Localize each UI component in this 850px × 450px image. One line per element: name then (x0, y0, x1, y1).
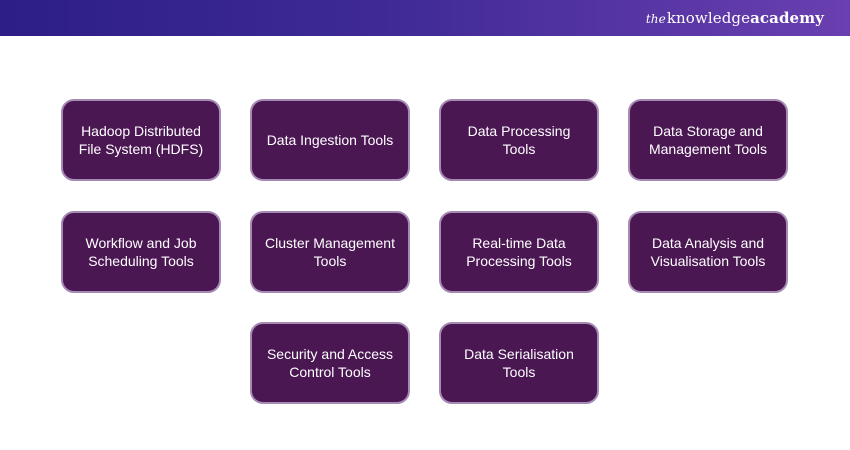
tool-card-data-processing: Data Processing Tools (439, 99, 599, 181)
tool-card-hdfs: Hadoop Distributed File System (HDFS) (61, 99, 221, 181)
tool-card-data-ingestion: Data Ingestion Tools (250, 99, 410, 181)
brand-knowledge: knowledge (666, 9, 751, 27)
brand-prefix: the (645, 12, 666, 26)
tool-card-realtime-processing: Real-time Data Processing Tools (439, 211, 599, 293)
tool-card-workflow-scheduling: Workflow and Job Scheduling Tools (61, 211, 221, 293)
brand-logo: theknowledgeacademy (646, 8, 824, 29)
header-bar: theknowledgeacademy (0, 0, 850, 36)
brand-academy: academy (750, 9, 824, 27)
tool-card-data-serialisation: Data Serialisation Tools (439, 322, 599, 404)
tool-card-data-analysis: Data Analysis and Visualisation Tools (628, 211, 788, 293)
tool-card-security-access: Security and Access Control Tools (250, 322, 410, 404)
tool-card-data-storage: Data Storage and Management Tools (628, 99, 788, 181)
tool-card-cluster-management: Cluster Management Tools (250, 211, 410, 293)
